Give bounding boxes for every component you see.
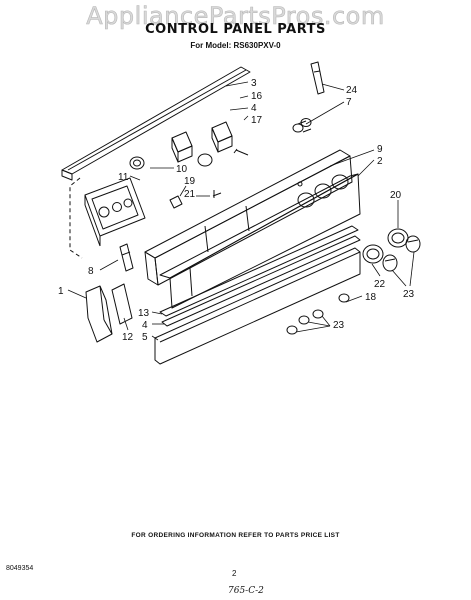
callout-4: 4	[251, 103, 257, 114]
callout-4-lower: 4	[142, 320, 148, 331]
callout-2: 2	[377, 156, 383, 167]
part-lower-trim	[154, 225, 361, 365]
part-mounting-bracket	[119, 243, 134, 272]
part-spring-clips	[286, 293, 350, 335]
part-switch-right	[211, 121, 233, 153]
part-knob-21	[362, 244, 384, 264]
part-trim-strip	[61, 66, 251, 181]
callout-21: 22	[374, 279, 386, 290]
callout-3: 3	[251, 78, 257, 89]
callout-1: 1	[58, 286, 64, 297]
part-clock-knob	[129, 156, 145, 170]
callout-13: 13	[138, 308, 150, 319]
callout-7: 7	[346, 97, 352, 108]
callout-12: 12	[122, 332, 134, 343]
diagram-code: 8049354	[6, 565, 34, 572]
diagram-title: CONTROL PANEL PARTS	[145, 22, 326, 37]
callout-9: 9	[377, 144, 383, 155]
callout-17: 19	[184, 176, 196, 187]
part-clock-bezel	[84, 177, 146, 247]
callout-11: 11	[118, 172, 129, 183]
handwritten-note: 765-C-2	[228, 586, 264, 596]
callout-18: 18	[365, 292, 377, 303]
part-screw	[233, 148, 249, 156]
callout-5: 5	[142, 332, 148, 343]
callout-8: 8	[88, 266, 94, 277]
part-knob-20	[387, 228, 409, 248]
callout-16: 17	[251, 115, 263, 126]
part-end-cap	[85, 285, 113, 343]
part-clip	[169, 195, 183, 209]
part-backguard	[159, 173, 361, 309]
callout-23-text: 23	[333, 320, 345, 331]
part-end-bracket	[111, 283, 133, 325]
part-knob-22b	[382, 254, 398, 272]
page-number: 2	[232, 569, 237, 578]
callout-22: 23	[403, 289, 415, 300]
part-screw	[212, 190, 222, 198]
part-switch-left	[171, 131, 193, 163]
leader-lines	[67, 81, 415, 341]
watermark: AppliancePartsPros.com	[86, 2, 385, 31]
footer-note: FOR ORDERING INFORMATION REFER TO PARTS …	[131, 532, 340, 539]
model-line: For Model: RS630PXV-0	[190, 41, 281, 50]
part-lens	[197, 153, 213, 167]
part-knob-22a	[405, 235, 421, 253]
part-control-panel	[144, 149, 353, 286]
part-ferrule	[292, 118, 312, 133]
callout-19: 21	[184, 189, 196, 200]
part-bracket	[310, 61, 325, 95]
callout-20: 20	[390, 190, 402, 201]
callout-10: 10	[176, 164, 188, 175]
callout-15: 16	[251, 91, 263, 102]
callout-24: 24	[346, 85, 358, 96]
